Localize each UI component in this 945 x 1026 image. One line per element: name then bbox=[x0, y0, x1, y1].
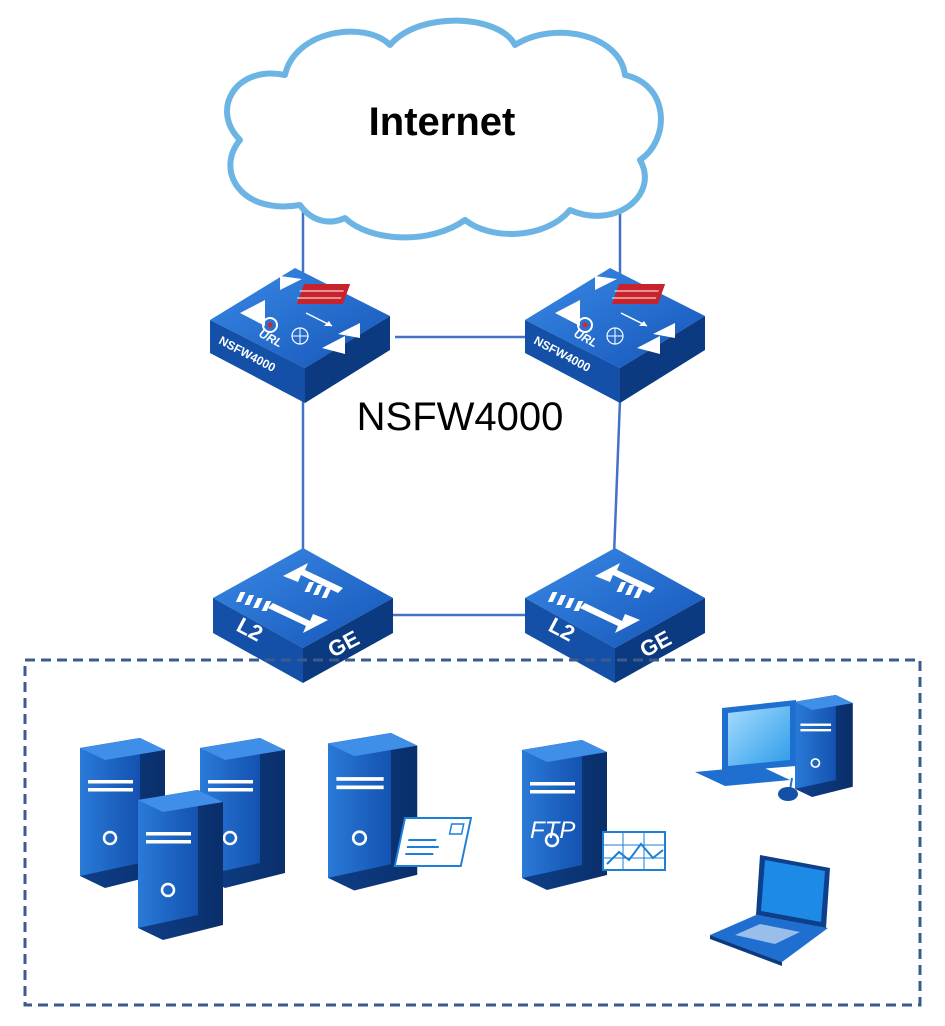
desktop-pc[interactable] bbox=[695, 694, 854, 801]
server-icon bbox=[136, 788, 225, 942]
firewall-icon bbox=[209, 267, 391, 404]
lan-boundary bbox=[23, 658, 922, 1007]
server-icon bbox=[520, 738, 609, 892]
laptop[interactable] bbox=[710, 855, 830, 966]
cloud-label: Internet bbox=[369, 100, 516, 144]
ftp-server-icon bbox=[602, 831, 666, 871]
ftp-server[interactable]: FTP bbox=[520, 738, 666, 892]
switch-icon bbox=[525, 548, 705, 683]
firewall-group-label: NSFW4000 bbox=[357, 395, 564, 439]
firewall-left[interactable]: NSFW4000 URL bbox=[209, 267, 391, 404]
desktop-pc-icon bbox=[695, 694, 854, 801]
ftp-server-label: FTP bbox=[530, 817, 575, 844]
laptop-icon bbox=[710, 855, 830, 966]
firewall-icon bbox=[524, 267, 706, 404]
server-cluster[interactable] bbox=[78, 736, 287, 942]
internet-cloud: Internet bbox=[224, 17, 664, 241]
cloud-icon bbox=[224, 17, 664, 241]
mail-server[interactable] bbox=[326, 731, 473, 892]
firewall-right[interactable]: NSFW4000 URL bbox=[524, 267, 706, 404]
switch-left[interactable]: L2 GE bbox=[213, 548, 393, 683]
switch-icon bbox=[213, 548, 393, 683]
switch-right[interactable]: L2 GE bbox=[525, 548, 705, 683]
mail-server-icon bbox=[393, 817, 473, 867]
link-firewall-switch-right bbox=[612, 399, 622, 556]
